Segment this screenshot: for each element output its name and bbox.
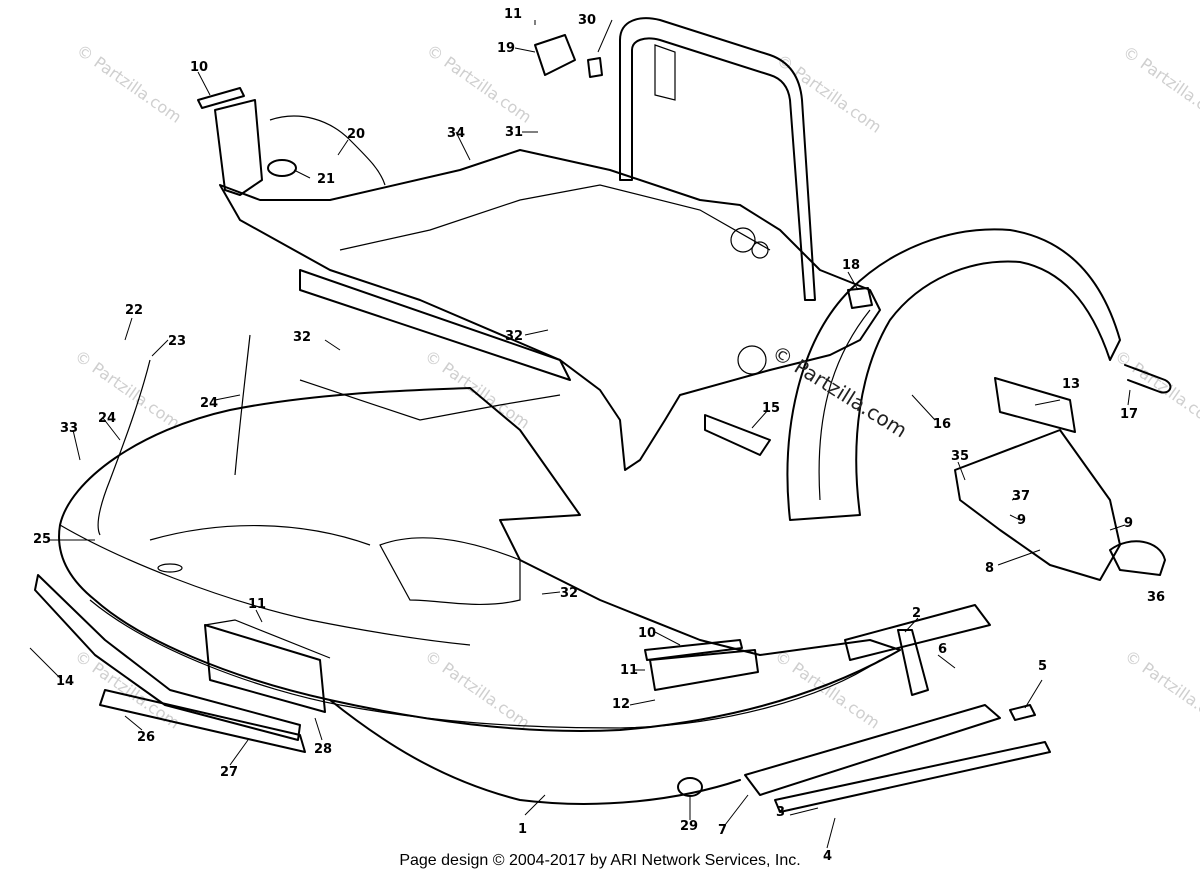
callout-24a: 24 [200, 396, 218, 411]
bracket-13 [994, 377, 1076, 433]
cable-24b [97, 359, 151, 536]
callout-9a: 9 [1017, 513, 1026, 528]
side-panel [844, 604, 991, 661]
callout-37: 37 [1012, 489, 1030, 504]
callout-23: 23 [168, 334, 186, 349]
callout-14: 14 [56, 674, 74, 689]
callout-17: 17 [1120, 407, 1138, 422]
svg-text:© Partzilla.com: © Partzilla.com [768, 340, 912, 442]
bracket-28 [204, 624, 326, 713]
mount-36 [1109, 540, 1166, 576]
callout-19: 19 [497, 41, 515, 56]
watermark-large: © Partzilla.com [768, 340, 912, 442]
callout-1: 1 [518, 822, 527, 837]
callout-30: 30 [578, 13, 596, 28]
callout-3: 3 [776, 805, 785, 820]
svg-text:© Partzilla.com: © Partzilla.com [773, 51, 885, 137]
cable-20 [269, 115, 386, 186]
callout-7: 7 [718, 823, 727, 838]
callout-8: 8 [985, 561, 994, 576]
callout-16: 16 [933, 417, 951, 432]
side-rail-4 [774, 741, 1051, 813]
callout-6: 6 [938, 642, 947, 657]
pad-18 [847, 287, 873, 309]
callout-33: 33 [60, 421, 78, 436]
chain-guard-8 [954, 429, 1121, 581]
page-footer: Page design © 2004-2017 by ARI Network S… [399, 852, 801, 869]
callout-36: 36 [1147, 590, 1165, 605]
callout-34: 34 [447, 126, 465, 141]
callout-13: 13 [1062, 377, 1080, 392]
cable-24a [234, 334, 251, 476]
strip-10a [197, 87, 245, 109]
callout-11c: 11 [620, 663, 638, 678]
parts-artwork [34, 17, 1172, 813]
side-rail-7 [744, 704, 1001, 796]
grommet-29 [677, 777, 703, 797]
svg-text:© Partzilla.com: © Partzilla.com [73, 41, 185, 127]
chassis-frame [219, 149, 881, 471]
svg-text:© Partzilla.com: © Partzilla.com [71, 346, 183, 432]
rear-bumper-bar [619, 17, 816, 301]
leader-lines [29, 19, 1131, 849]
callout-10a: 10 [190, 60, 208, 75]
callout-12: 12 [612, 697, 630, 712]
callout-27: 27 [220, 765, 238, 780]
clip-5 [1009, 704, 1036, 721]
callout-25: 25 [33, 532, 51, 547]
grommet-21 [267, 159, 297, 177]
callout-5: 5 [1038, 659, 1047, 674]
callout-10b: 10 [638, 626, 656, 641]
callout-29: 29 [680, 819, 698, 834]
spacer-12 [649, 649, 759, 691]
svg-text:© Partzilla.com: © Partzilla.com [771, 646, 883, 732]
callout-4: 4 [823, 849, 832, 864]
callout-32c: 32 [560, 586, 578, 601]
callout-15: 15 [762, 401, 780, 416]
svg-text:© Partzilla.com: © Partzilla.com [1121, 646, 1200, 732]
callout-18: 18 [842, 258, 860, 273]
callout-11a: 11 [504, 7, 522, 22]
callout-35: 35 [951, 449, 969, 464]
callout-labels: 1 2 3 4 5 6 7 8 9 9 10 10 11 11 11 12 13… [33, 7, 1165, 864]
callout-9b: 9 [1124, 516, 1133, 531]
strip-10b [644, 639, 743, 661]
callout-31: 31 [505, 125, 523, 140]
side-rail [99, 689, 306, 753]
switch-19 [534, 34, 576, 76]
callout-2: 2 [912, 606, 921, 621]
callout-20: 20 [347, 127, 365, 142]
callout-32b: 32 [505, 329, 523, 344]
svg-text:© Partzilla.com: © Partzilla.com [1120, 42, 1200, 128]
callout-32a: 32 [293, 330, 311, 345]
callout-22: 22 [125, 303, 143, 318]
clip-30 [587, 57, 603, 78]
loop-15 [704, 414, 771, 456]
bracket-2 [897, 629, 929, 696]
callout-21: 21 [317, 172, 335, 187]
watermark-pattern: © Partzilla.com © Partzilla.com © Partzi… [71, 41, 1200, 733]
belly-pan [58, 387, 901, 732]
rear-fender-16 [786, 228, 1121, 521]
handle-17 [1124, 364, 1172, 394]
front-bumper-rail [34, 574, 301, 741]
svg-text:© Partzilla.com: © Partzilla.com [423, 41, 535, 127]
callout-26: 26 [137, 730, 155, 745]
callout-11b: 11 [248, 597, 266, 612]
callout-24b: 24 [98, 411, 116, 426]
callout-28: 28 [314, 742, 332, 757]
